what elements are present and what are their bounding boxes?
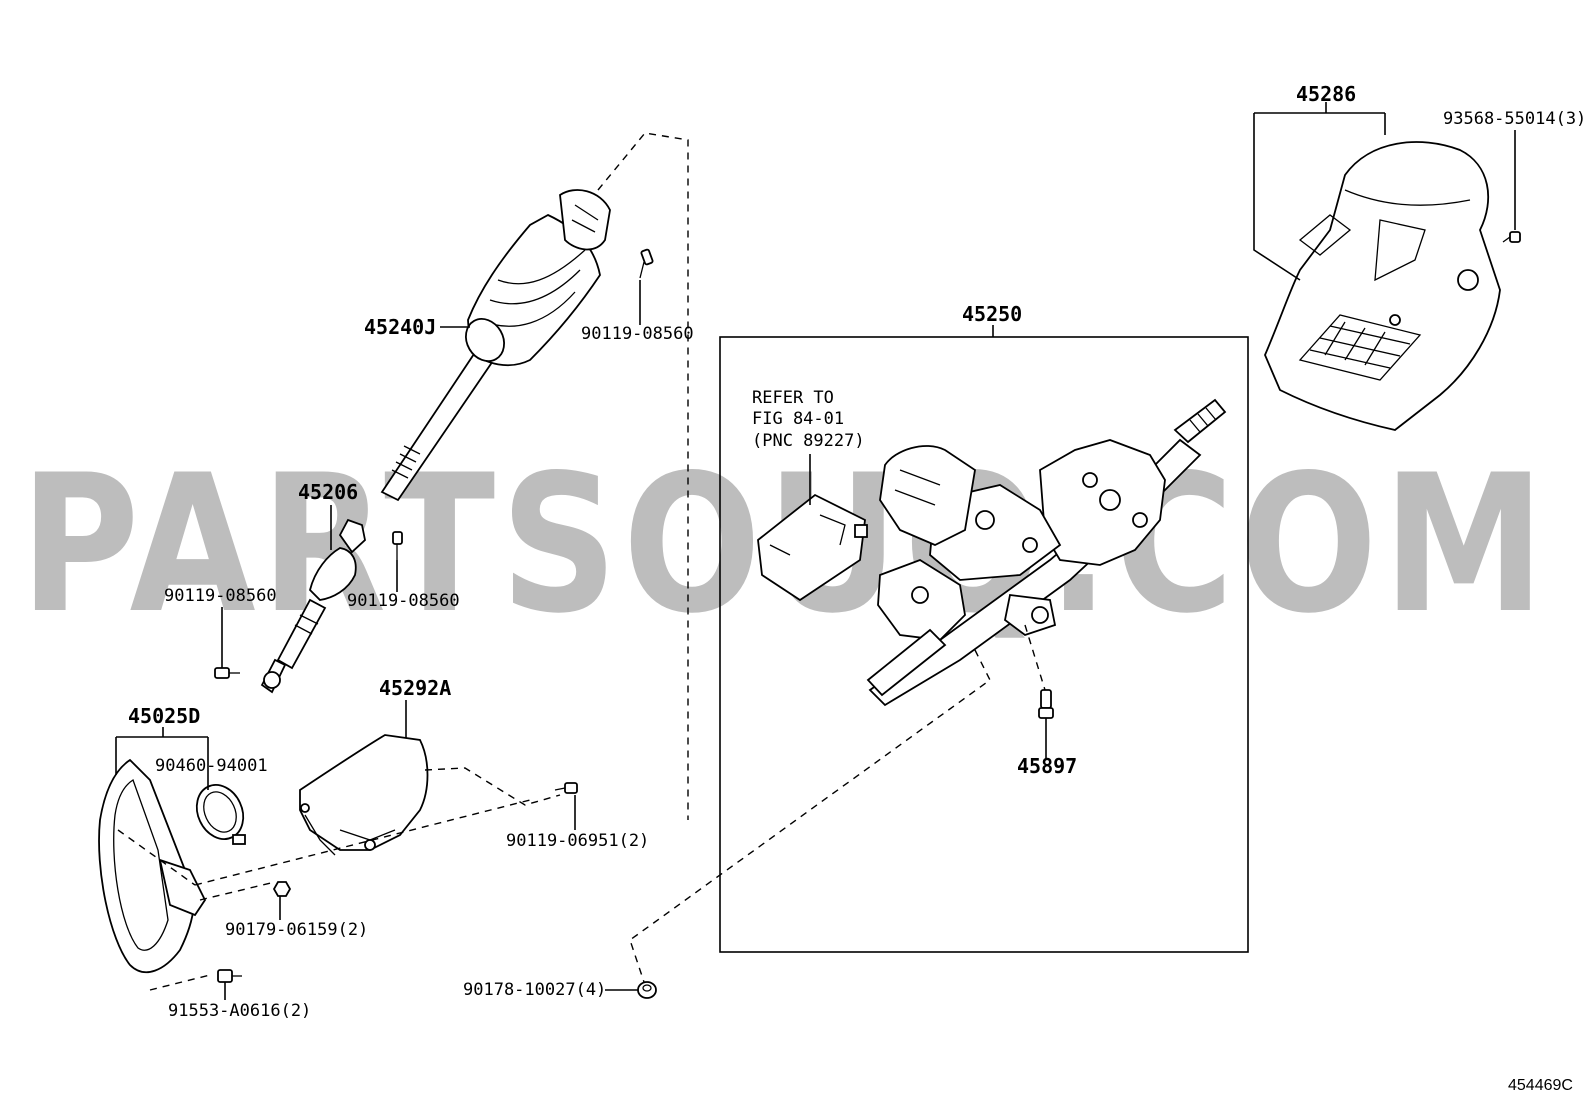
bolt-90119-06951[interactable] [554,782,578,794]
bolt-90119-b[interactable] [392,531,403,560]
bolt-90119-a[interactable] [639,248,654,279]
label-91553-A0616[interactable]: 91553-A0616(2) [168,1001,311,1021]
refer-note-line1: REFER TO [752,388,834,408]
label-90119-06951[interactable]: 90119-06951(2) [506,831,649,851]
bolt-45897[interactable] [1038,689,1054,719]
guide-line-45240J [597,132,689,820]
refer-note-line3[interactable]: (PNC 89227) [752,431,865,451]
label-90119-08560-b[interactable]: 90119-08560 [347,591,460,611]
part-90460-seal[interactable] [188,777,252,846]
label-45206[interactable]: 45206 [298,480,358,504]
label-45025D[interactable]: 45025D [128,704,200,728]
part-45286-cover[interactable] [1264,141,1501,431]
bolt-91553[interactable] [217,969,242,983]
guide-line-45025D-top [194,799,531,886]
label-45292A[interactable]: 45292A [379,676,451,700]
label-90119-08560-a[interactable]: 90119-08560 [581,324,694,344]
leader-lines [115,102,1516,1000]
refer-note-line2: FIG 84-01 [752,409,844,429]
label-90460-94001[interactable]: 90460-94001 [155,756,268,776]
nut-90179[interactable] [272,881,292,897]
part-45025D-cover[interactable] [98,758,207,974]
figure-code: 454469C [1508,1077,1573,1094]
guide-line-column-bolt [1024,624,1046,691]
part-45292A-cover[interactable] [299,734,429,856]
guide-line-45025D-mid [199,881,276,901]
label-45897[interactable]: 45897 [1017,754,1077,778]
part-45240J-shaft[interactable] [380,189,611,502]
ecu-module[interactable] [757,493,868,602]
guide-line-column-nut [629,649,991,986]
label-45286[interactable]: 45286 [1296,82,1356,106]
bolt-90119-c[interactable] [214,667,240,679]
part-45206-joint[interactable] [260,518,366,694]
label-90179-06159[interactable]: 90179-06159(2) [225,920,368,940]
guide-line-45292A [424,767,561,806]
label-90119-08560-c[interactable]: 90119-08560 [164,586,277,606]
bolt-93568[interactable] [1502,231,1521,243]
label-90178-10027[interactable]: 90178-10027(4) [463,980,606,1000]
label-45240J[interactable]: 45240J [364,315,436,339]
part-45250-column[interactable] [866,398,1227,707]
nut-90178[interactable] [637,981,657,999]
guide-line-45025D-inner [117,829,196,886]
guide-line-45025D-bottom [149,974,211,991]
label-45250[interactable]: 45250 [962,302,1022,326]
assembly-frame-45250 [719,336,1249,953]
label-93568-55014[interactable]: 93568-55014(3) [1443,109,1586,129]
